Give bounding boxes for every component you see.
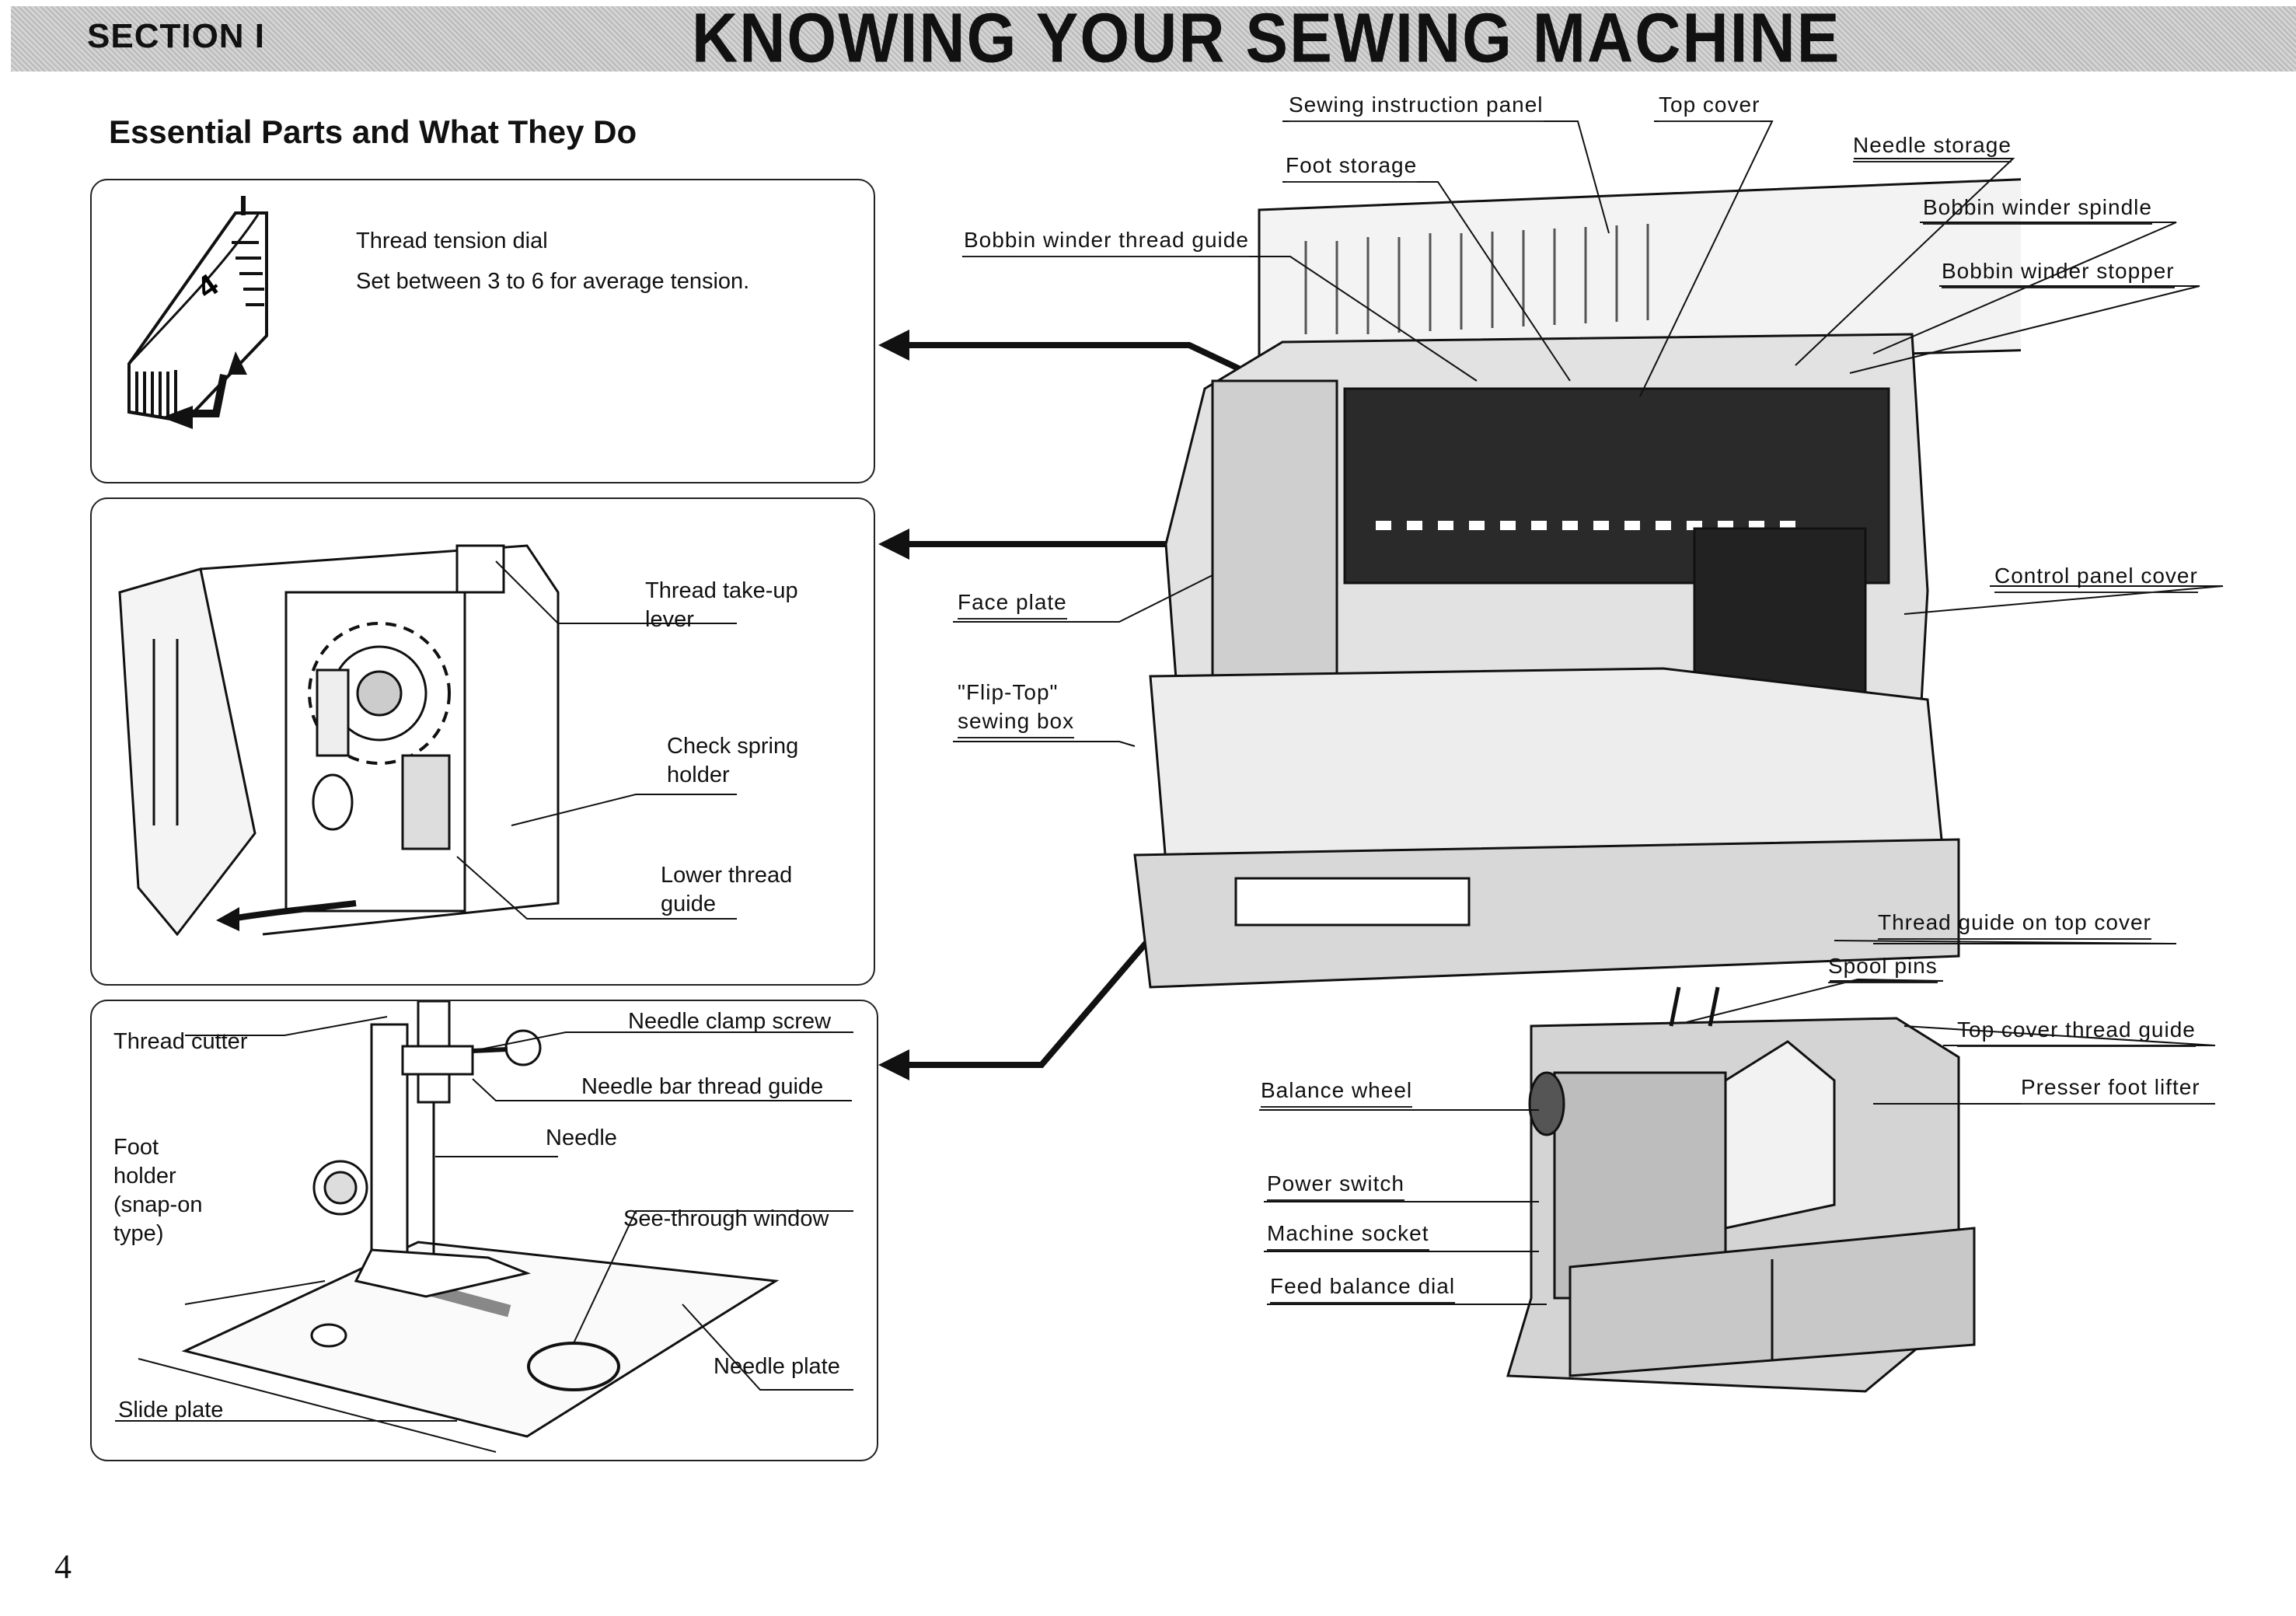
face-plate-label: Face plate xyxy=(958,588,1067,620)
tension-dial-illustration: 4 xyxy=(127,196,268,429)
sewing-instruction-panel-label: Sewing instruction panel xyxy=(1289,90,1544,122)
section-banner xyxy=(11,6,2296,72)
page-number: 4 xyxy=(54,1548,72,1586)
bobbin-winder-spindle-label: Bobbin winder spindle xyxy=(1923,193,2152,225)
tension-dial-description: Set between 3 to 6 for average tension. xyxy=(356,269,750,294)
needle-bar-thread-guide-label: Needle bar thread guide xyxy=(581,1074,824,1099)
foot-holder-label: Foot holder (snap-on type) xyxy=(113,1135,203,1246)
bobbin-winder-thread-guide-label: Bobbin winder thread guide xyxy=(964,225,1249,257)
thread-cutter-label: Thread cutter xyxy=(113,1029,248,1054)
tension-dial-label: Thread tension dial xyxy=(356,229,548,253)
see-through-window-label: See-through window xyxy=(623,1206,829,1231)
lower-thread-guide-label: Lower thread guide xyxy=(661,863,793,916)
subtitle: Essential Parts and What They Do xyxy=(109,113,637,150)
needle-area-illustration xyxy=(115,1001,853,1453)
feed-balance-dial-label: Feed balance dial xyxy=(1270,1272,1456,1304)
section-label: SECTION I xyxy=(87,17,266,55)
face-plate-illustration xyxy=(118,544,737,937)
top-cover-thread-guide-label: Top cover thread guide xyxy=(1957,1015,2196,1047)
machine-socket-label: Machine socket xyxy=(1267,1219,1429,1251)
page-title: KNOWING YOUR SEWING MACHINE xyxy=(692,0,1841,78)
needle-area-panel: Thread cutter Needle clamp screw Needle … xyxy=(90,1000,878,1461)
thread-guide-on-top-cover-label: Thread guide on top cover xyxy=(1878,908,2151,940)
needle-plate-label: Needle plate xyxy=(714,1354,840,1379)
spool-pins-label: Spool pins xyxy=(1828,951,1938,983)
face-plate-interior-panel: Thread take-up lever Check spring holder… xyxy=(90,497,875,986)
balance-wheel-label: Balance wheel xyxy=(1261,1076,1413,1108)
needle-clamp-screw-label: Needle clamp screw xyxy=(628,1009,832,1034)
control-panel-cover-label: Control panel cover xyxy=(1994,561,2198,593)
needle-label: Needle xyxy=(546,1126,617,1150)
flip-top-sewing-box-label: "Flip-Top" sewing box xyxy=(958,678,1075,738)
top-cover-label: Top cover xyxy=(1659,90,1760,122)
sewing-machine-back-illustration xyxy=(1506,986,1976,1393)
needle-storage-label: Needle storage xyxy=(1853,131,2012,162)
power-switch-label: Power switch xyxy=(1267,1169,1404,1201)
presser-foot-lifter-label: Presser foot lifter xyxy=(2021,1073,2200,1105)
foot-storage-label: Foot storage xyxy=(1286,151,1418,183)
check-spring-holder-label: Check spring holder xyxy=(667,734,799,787)
slide-plate-label: Slide plate xyxy=(118,1398,224,1422)
bobbin-winder-stopper-label: Bobbin winder stopper xyxy=(1942,257,2175,288)
tension-dial-panel: 4 Thread tension dial Set between 3 to 6… xyxy=(90,179,875,483)
take-up-lever-label: Thread take-up lever xyxy=(645,578,798,632)
sewing-machine-front-illustration xyxy=(1133,178,2021,989)
